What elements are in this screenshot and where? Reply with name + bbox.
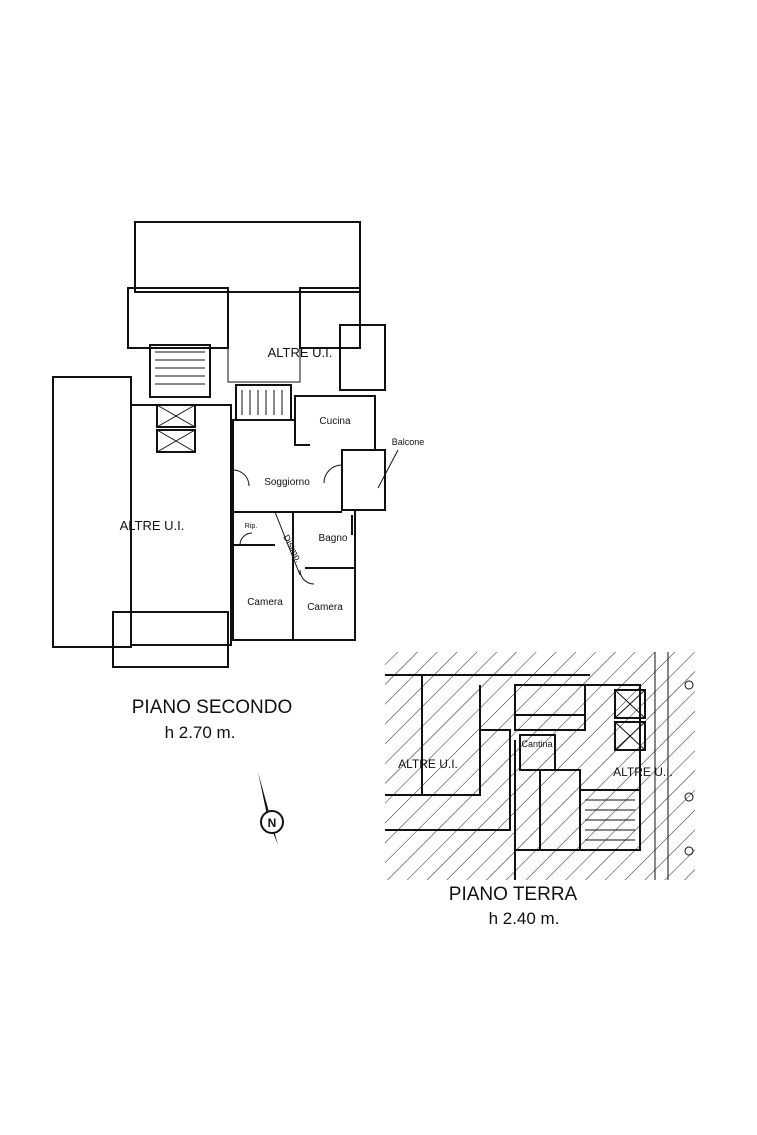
room-label-balcony: Balcone: [392, 437, 425, 447]
ceiling-height-ground-floor: h 2.40 m.: [489, 909, 560, 928]
balcony-leader-line: [377, 449, 399, 489]
ceiling-height-second-floor: h 2.70 m.: [165, 723, 236, 742]
room-label-storage: Rip.: [245, 523, 258, 530]
ground-floor-plan: ALTRE U.I. Cantina ALTRE U.I. PIANO TERR…: [385, 652, 695, 928]
room-label-bathroom: Bagno: [319, 533, 348, 544]
ground-floor-walls: [385, 652, 694, 880]
north-arrow-icon: N: [258, 772, 284, 845]
north-label: N: [268, 816, 277, 830]
plan-title-ground-floor: PIANO TERRA: [449, 884, 578, 905]
apartment-unit: [232, 395, 386, 641]
room-label-kitchen: Cucina: [319, 416, 351, 427]
room-label-other-units-left: ALTRE U.I.: [398, 757, 458, 771]
room-label-other-units-top: ALTRE U.I.: [268, 345, 333, 360]
second-floor-plan: ALTRE U.I. ALTRE U.I. Cucina Balcone Sog…: [52, 221, 425, 742]
room-label-other-units-right: ALTRE U.I.: [613, 765, 673, 779]
room-label-bedroom-1: Camera: [247, 597, 283, 608]
room-label-bedroom-2: Camera: [307, 602, 343, 613]
plan-title-second-floor: PIANO SECONDO: [132, 697, 292, 718]
second-floor-hatched-areas: [52, 221, 386, 668]
room-label-cellar: Cantina: [521, 739, 552, 749]
stairwell: [149, 344, 292, 453]
room-label-other-units-left: ALTRE U.I.: [120, 518, 185, 533]
room-label-living: Soggiorno: [264, 477, 310, 488]
